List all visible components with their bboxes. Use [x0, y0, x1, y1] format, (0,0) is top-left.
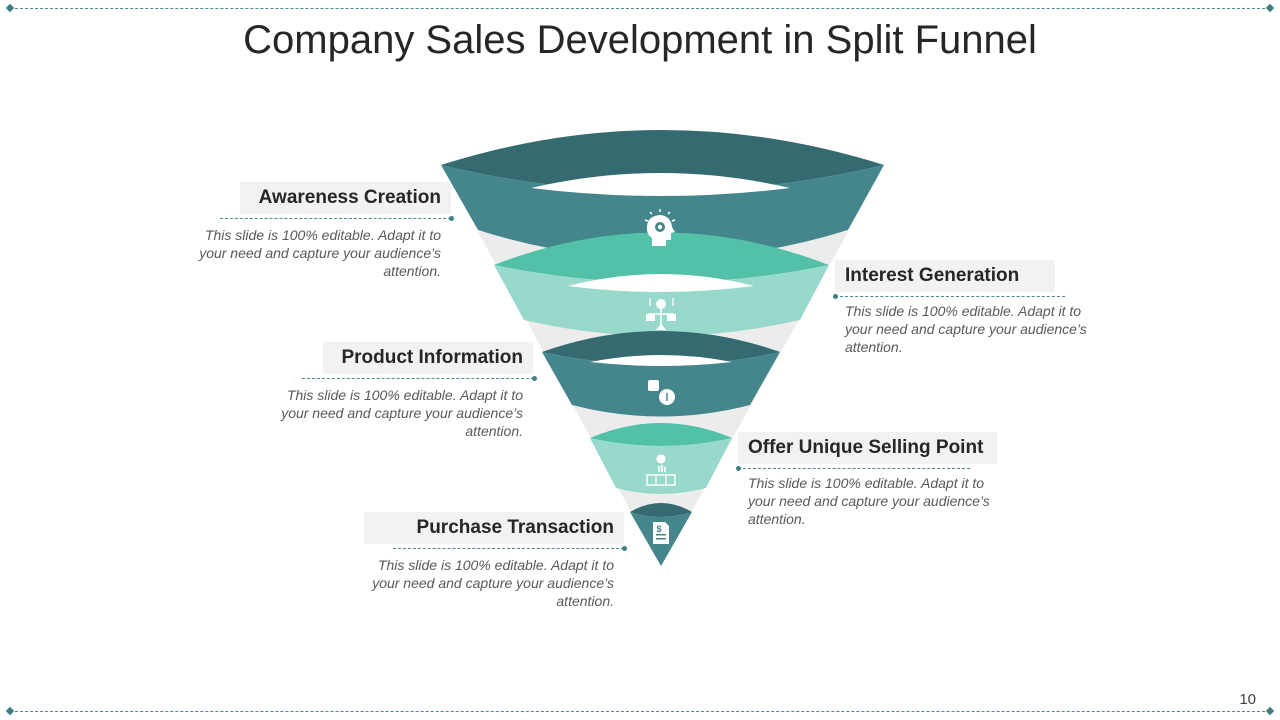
- stage-label-interest: Interest Generation: [835, 260, 1055, 292]
- connector-offer: [738, 468, 970, 469]
- store-display-icon: [646, 454, 676, 486]
- stage-desc-offer: This slide is 100% editable. Adapt it to…: [748, 475, 990, 527]
- stage-desc-interest: This slide is 100% editable. Adapt it to…: [845, 303, 1087, 355]
- bottom-dashed-border: [10, 711, 1270, 712]
- stage-label-purchase: Purchase Transaction: [364, 512, 624, 544]
- top-dashed-border: [10, 8, 1270, 9]
- svg-text:$: $: [656, 524, 661, 534]
- stage-desc-purchase: This slide is 100% editable. Adapt it to…: [372, 557, 614, 609]
- connector-interest: [835, 296, 1065, 297]
- stage-label-offer: Offer Unique Selling Point: [738, 432, 997, 464]
- stage-label-product: Product Information: [323, 342, 533, 374]
- stage-desc-awareness: This slide is 100% editable. Adapt it to…: [199, 227, 441, 279]
- slide-title: Company Sales Development in Split Funne…: [243, 18, 1037, 62]
- stage-desc-product: This slide is 100% editable. Adapt it to…: [281, 387, 523, 439]
- invoice-dollar-icon: $: [653, 522, 669, 544]
- stage-label-awareness: Awareness Creation: [240, 182, 451, 214]
- funnel-band-awareness: [441, 130, 884, 259]
- page-number: 10: [1239, 691, 1256, 708]
- connector-purchase: [393, 548, 624, 549]
- head-idea-icon: [644, 209, 676, 246]
- connector-dot-product: [532, 376, 537, 381]
- connector-dot-purchase: [622, 546, 627, 551]
- balance-scale-icon: [646, 298, 676, 330]
- connector-dot-awareness: [449, 216, 454, 221]
- connector-product: [302, 378, 534, 379]
- connector-dot-interest: [833, 294, 838, 299]
- funnel-band-interest: [494, 232, 829, 336]
- connector-dot-offer: [736, 466, 741, 471]
- connector-awareness: [220, 218, 451, 219]
- funnel-band-product: [542, 331, 780, 417]
- product-info-icon: [648, 380, 675, 405]
